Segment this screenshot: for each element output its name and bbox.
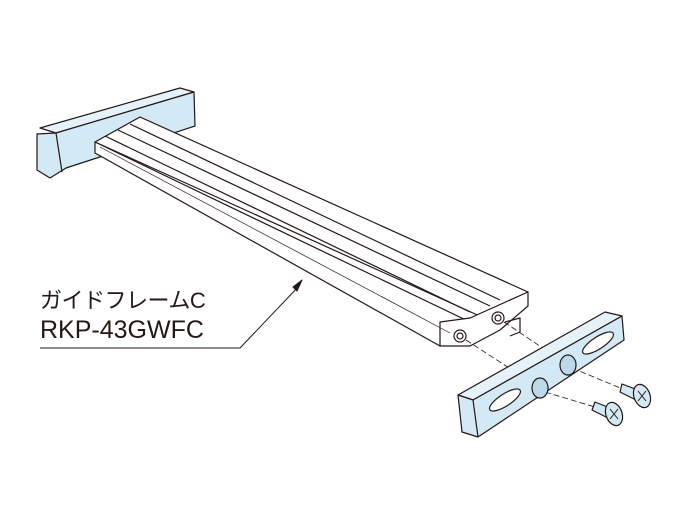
part-name-label: ガイドフレームC [40,288,206,313]
part-number-label: RKP-43GWFC [40,316,204,344]
screw [591,401,624,427]
guide-frame-rail [94,116,529,347]
screw [619,383,652,409]
leader-line [40,279,303,349]
front-end-plate [457,311,625,438]
